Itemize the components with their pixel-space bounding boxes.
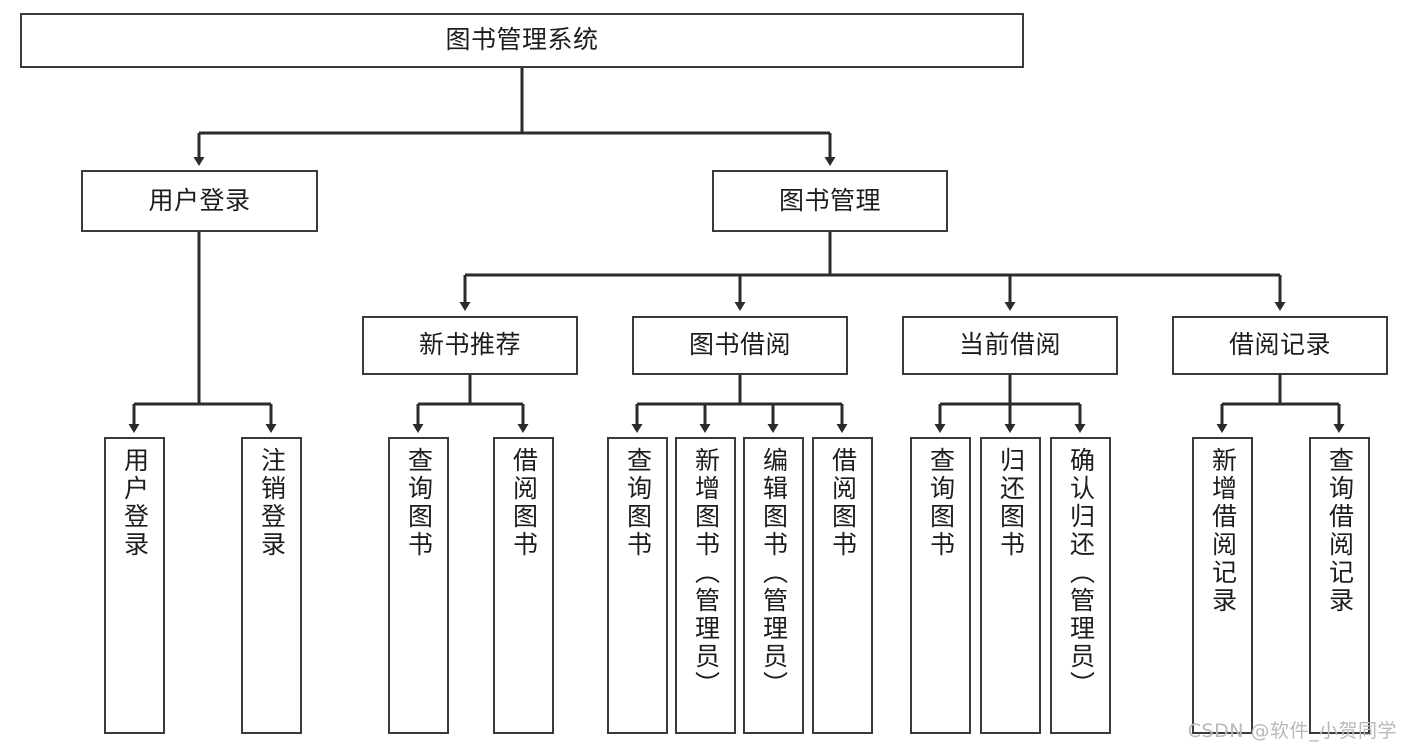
node-current-borrow[interactable]: 当前借阅 [902, 316, 1118, 375]
node-leaf-borrow-book-2[interactable]: 借阅图书 [812, 437, 873, 734]
node-leaf-query-book-1-label: 查询图书 [404, 447, 434, 559]
node-leaf-edit-book[interactable]: 编辑图书（管理员） [743, 437, 804, 734]
watermark: CSDN @软件_小贺同学 [1187, 720, 1397, 742]
node-leaf-user-login[interactable]: 用户登录 [104, 437, 165, 734]
node-leaf-add-book-label: 新增图书（管理员） [691, 447, 721, 699]
node-leaf-user-logout[interactable]: 注销登录 [241, 437, 302, 734]
node-current-borrow-label: 当前借阅 [958, 330, 1061, 360]
node-leaf-user-login-label: 用户登录 [120, 447, 150, 559]
node-leaf-query-record-label: 查询借阅记录 [1325, 447, 1355, 615]
node-book-borrow-label: 图书借阅 [688, 330, 791, 360]
node-leaf-query-book-3[interactable]: 查询图书 [910, 437, 971, 734]
node-leaf-user-logout-label: 注销登录 [257, 447, 287, 559]
node-root-label: 图书管理系统 [445, 25, 599, 55]
node-leaf-return-book[interactable]: 归还图书 [980, 437, 1041, 734]
node-book-manage[interactable]: 图书管理 [712, 170, 948, 232]
node-book-manage-label: 图书管理 [778, 185, 881, 215]
node-leaf-borrow-book-1[interactable]: 借阅图书 [493, 437, 554, 734]
node-borrow-record[interactable]: 借阅记录 [1172, 316, 1388, 375]
node-leaf-add-record[interactable]: 新增借阅记录 [1192, 437, 1253, 734]
node-leaf-query-record[interactable]: 查询借阅记录 [1309, 437, 1370, 734]
node-new-book-rec[interactable]: 新书推荐 [362, 316, 578, 375]
node-leaf-query-book-3-label: 查询图书 [926, 447, 956, 559]
node-book-borrow[interactable]: 图书借阅 [632, 316, 848, 375]
node-leaf-confirm-return[interactable]: 确认归还（管理员） [1050, 437, 1111, 734]
node-root[interactable]: 图书管理系统 [20, 13, 1024, 68]
node-leaf-query-book-1[interactable]: 查询图书 [388, 437, 449, 734]
node-leaf-confirm-return-label: 确认归还（管理员） [1066, 447, 1096, 699]
node-user-login-label: 用户登录 [148, 185, 251, 215]
node-leaf-borrow-book-2-label: 借阅图书 [828, 447, 858, 559]
node-leaf-add-book[interactable]: 新增图书（管理员） [675, 437, 736, 734]
node-leaf-query-book-2-label: 查询图书 [623, 447, 653, 559]
node-leaf-add-record-label: 新增借阅记录 [1208, 447, 1238, 615]
node-leaf-return-book-label: 归还图书 [996, 447, 1026, 559]
node-user-login[interactable]: 用户登录 [81, 170, 318, 232]
node-leaf-borrow-book-1-label: 借阅图书 [509, 447, 539, 559]
node-leaf-query-book-2[interactable]: 查询图书 [607, 437, 668, 734]
node-new-book-rec-label: 新书推荐 [418, 330, 521, 360]
node-leaf-edit-book-label: 编辑图书（管理员） [759, 447, 789, 699]
node-borrow-record-label: 借阅记录 [1228, 330, 1331, 360]
